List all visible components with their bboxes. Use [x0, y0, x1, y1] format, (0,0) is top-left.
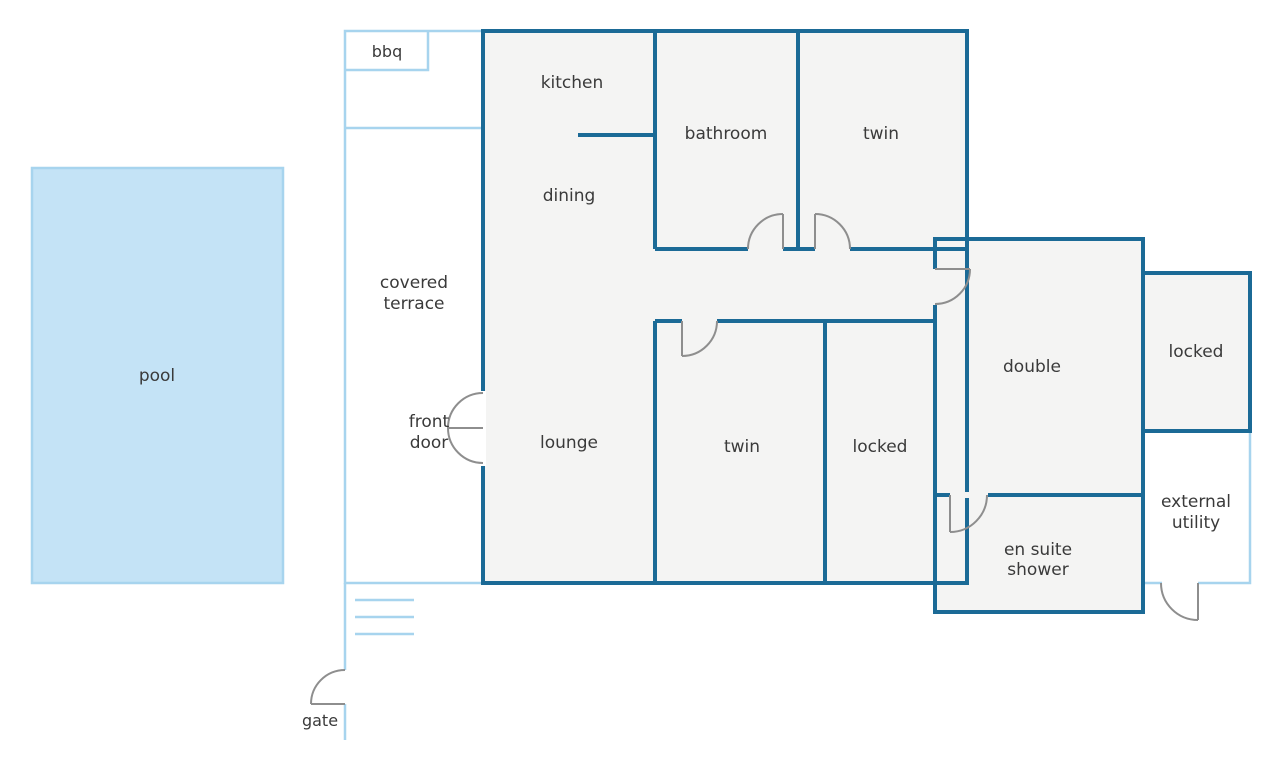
label-lounge: lounge [540, 433, 598, 453]
label-locked-right: locked [1169, 342, 1224, 362]
label-locked-middle: locked [853, 437, 908, 457]
label-twin-lower: twin [724, 437, 760, 457]
label-bbq: bbq [372, 42, 402, 61]
door-double [934, 268, 971, 305]
gate [310, 669, 348, 705]
label-pool: pool [139, 366, 175, 386]
label-kitchen: kitchen [541, 73, 604, 93]
label-external-utility-2: utility [1172, 513, 1220, 533]
door-en-suite [949, 494, 988, 533]
label-twin-upper: twin [863, 124, 899, 144]
label-external-utility-1: external [1161, 492, 1231, 512]
label-double: double [1003, 357, 1061, 377]
label-gate: gate [302, 711, 338, 730]
door-external-utility [1160, 582, 1199, 621]
door-twin-upper [814, 213, 851, 250]
label-en-suite-2: shower [1007, 560, 1068, 580]
room-fills [483, 31, 1250, 612]
door-bathroom [747, 213, 784, 250]
label-en-suite-1: en suite [1004, 540, 1072, 560]
label-front-door-2: door [410, 433, 449, 453]
label-bathroom: bathroom [685, 124, 768, 144]
door-front [447, 392, 484, 464]
label-front-door-1: front [409, 412, 450, 432]
terrace-steps [355, 598, 414, 636]
label-dining: dining [543, 186, 596, 206]
door-twin-lower [681, 320, 718, 357]
label-covered-terrace-2: terrace [383, 294, 444, 314]
terrace-outline [343, 29, 483, 740]
pool [30, 166, 285, 585]
interior-walls [481, 29, 1252, 614]
label-covered-terrace-1: covered [380, 273, 448, 293]
